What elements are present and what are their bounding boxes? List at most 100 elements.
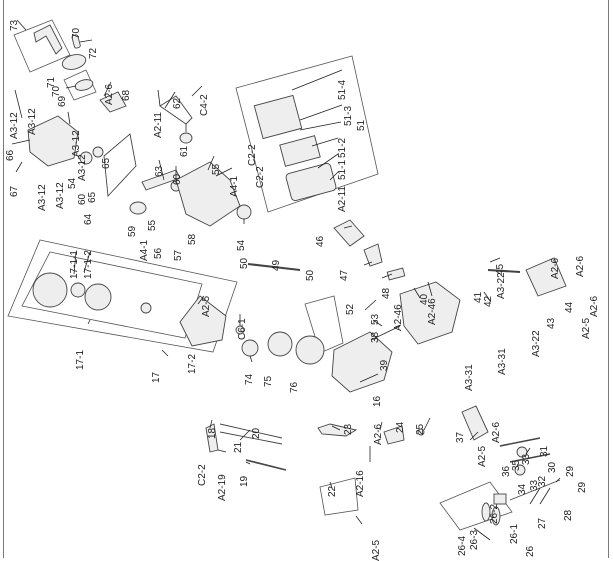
- callout-label: C6-1: [237, 318, 248, 340]
- push-rod-part: [487, 269, 521, 273]
- callout-label: C4-2: [199, 94, 210, 116]
- callout-label: A2-6: [575, 255, 586, 277]
- connecting-rod-part: [33, 24, 63, 55]
- callout-label: 55: [211, 163, 222, 175]
- callout-label: 50: [305, 269, 316, 281]
- callout-label: 55: [147, 219, 158, 231]
- callout-label: 28: [563, 509, 574, 521]
- shroud-part: [461, 405, 489, 441]
- callout-label: 45: [495, 263, 506, 275]
- callout-label: 51-2: [337, 137, 348, 158]
- callout-label: 51: [356, 119, 367, 131]
- spring-19-part: [245, 459, 287, 471]
- callout-label: A3-31: [497, 348, 508, 375]
- stator-part: [32, 272, 68, 308]
- pulley-part: [140, 302, 152, 314]
- cylinder-block-part: [331, 331, 393, 393]
- callout-label: 60: [172, 173, 183, 185]
- callout-label: 30: [547, 461, 558, 473]
- callout-label: 26-3: [469, 529, 480, 550]
- frame-starter-group-outer: [7, 239, 238, 353]
- flywheel-small-part: [70, 282, 86, 298]
- callout-label: 66: [5, 149, 16, 161]
- callout-label: A2-11: [337, 186, 348, 212]
- piston-pin-part: [71, 34, 81, 49]
- callout-label: A2-6: [550, 257, 561, 279]
- callout-label: 24: [395, 421, 406, 433]
- callout-label: A3-12: [37, 184, 48, 211]
- callout-label: A3-12: [55, 182, 66, 209]
- callout-label: 29: [577, 481, 588, 493]
- frame-air-filter-group: [235, 55, 379, 213]
- callout-label: 48: [381, 287, 392, 299]
- callout-label: 17: [151, 371, 162, 383]
- callout-label: 17-1-2: [83, 250, 94, 279]
- callout-label: 74: [244, 373, 255, 385]
- callout-label: 37: [455, 431, 466, 443]
- callout-label: 40: [419, 293, 430, 305]
- callout-label: 39: [379, 359, 390, 371]
- shaft-part: [247, 263, 301, 271]
- callout-label: A3-12: [9, 112, 20, 139]
- callout-label: 51-4: [337, 79, 348, 100]
- callout-label: 26-1: [509, 523, 520, 544]
- callout-label: 19: [239, 475, 250, 487]
- frame-starter-group-inner: [21, 251, 203, 339]
- callout-label: C2-2: [197, 464, 208, 486]
- callout-label: A2-6: [373, 423, 384, 445]
- cylinder-head-part: [399, 281, 461, 345]
- callout-label: 29: [565, 465, 576, 477]
- callout-label: 54: [67, 177, 78, 189]
- gear-76-part: [295, 335, 325, 365]
- rocker-26-1-part: [491, 506, 501, 526]
- flywheel-part: [84, 283, 112, 311]
- callout-label: 47: [339, 269, 350, 281]
- callout-label: 63: [154, 165, 165, 177]
- callout-label: 46: [315, 235, 326, 247]
- callout-label: A2-6: [589, 295, 600, 317]
- callout-label: 57: [173, 249, 184, 261]
- callout-label: 18: [207, 427, 218, 439]
- callout-label: 51-3: [343, 105, 354, 126]
- callout-label: 20: [251, 427, 262, 439]
- bracket-24-part: [383, 425, 405, 445]
- air-filter-element-part: [279, 135, 321, 167]
- callout-label: 23: [343, 423, 354, 435]
- callout-label: 62: [172, 97, 183, 109]
- frame-choke-group: [319, 477, 359, 516]
- callout-label: A2-6: [104, 83, 115, 105]
- bracket-23-part: [317, 423, 358, 437]
- callout-label: 54: [236, 239, 247, 251]
- callout-label: 68: [121, 89, 132, 101]
- fuel-pump-part: [333, 219, 365, 247]
- callout-label: A3-22: [496, 272, 507, 299]
- callout-label: 44: [564, 301, 575, 313]
- seal-part: [92, 146, 104, 158]
- callout-label: 73: [9, 19, 20, 31]
- callout-label: 49: [271, 259, 282, 271]
- plate-part: [386, 267, 406, 281]
- callout-label: A2-16: [355, 470, 366, 497]
- callout-label: A2-6: [491, 421, 502, 443]
- callout-label: 58: [187, 233, 198, 245]
- pushrod-28-part: [509, 479, 561, 501]
- callout-label: 51-1: [337, 159, 348, 180]
- air-filter-base-part: [253, 94, 303, 140]
- oil-seal-part: [236, 204, 252, 220]
- tappet-27-part: [493, 493, 507, 505]
- callout-label: 70: [71, 27, 82, 39]
- gasket-part: [103, 133, 137, 198]
- callout-label: 65: [87, 191, 98, 203]
- spring-34-part: [514, 464, 526, 476]
- callout-label: 26: [525, 545, 536, 557]
- gear-74-part: [241, 339, 259, 357]
- callout-label: 69: [57, 95, 68, 107]
- callout-label: 59: [127, 225, 138, 237]
- gear-75-part: [267, 331, 293, 357]
- frame-piston-ring-group: [63, 69, 97, 101]
- callout-label: A3-12: [77, 154, 88, 181]
- callout-label: C2-2: [255, 166, 266, 188]
- rocker-26-2-part: [481, 502, 491, 522]
- callout-label: 65: [101, 157, 112, 169]
- callout-label: 42: [483, 295, 494, 307]
